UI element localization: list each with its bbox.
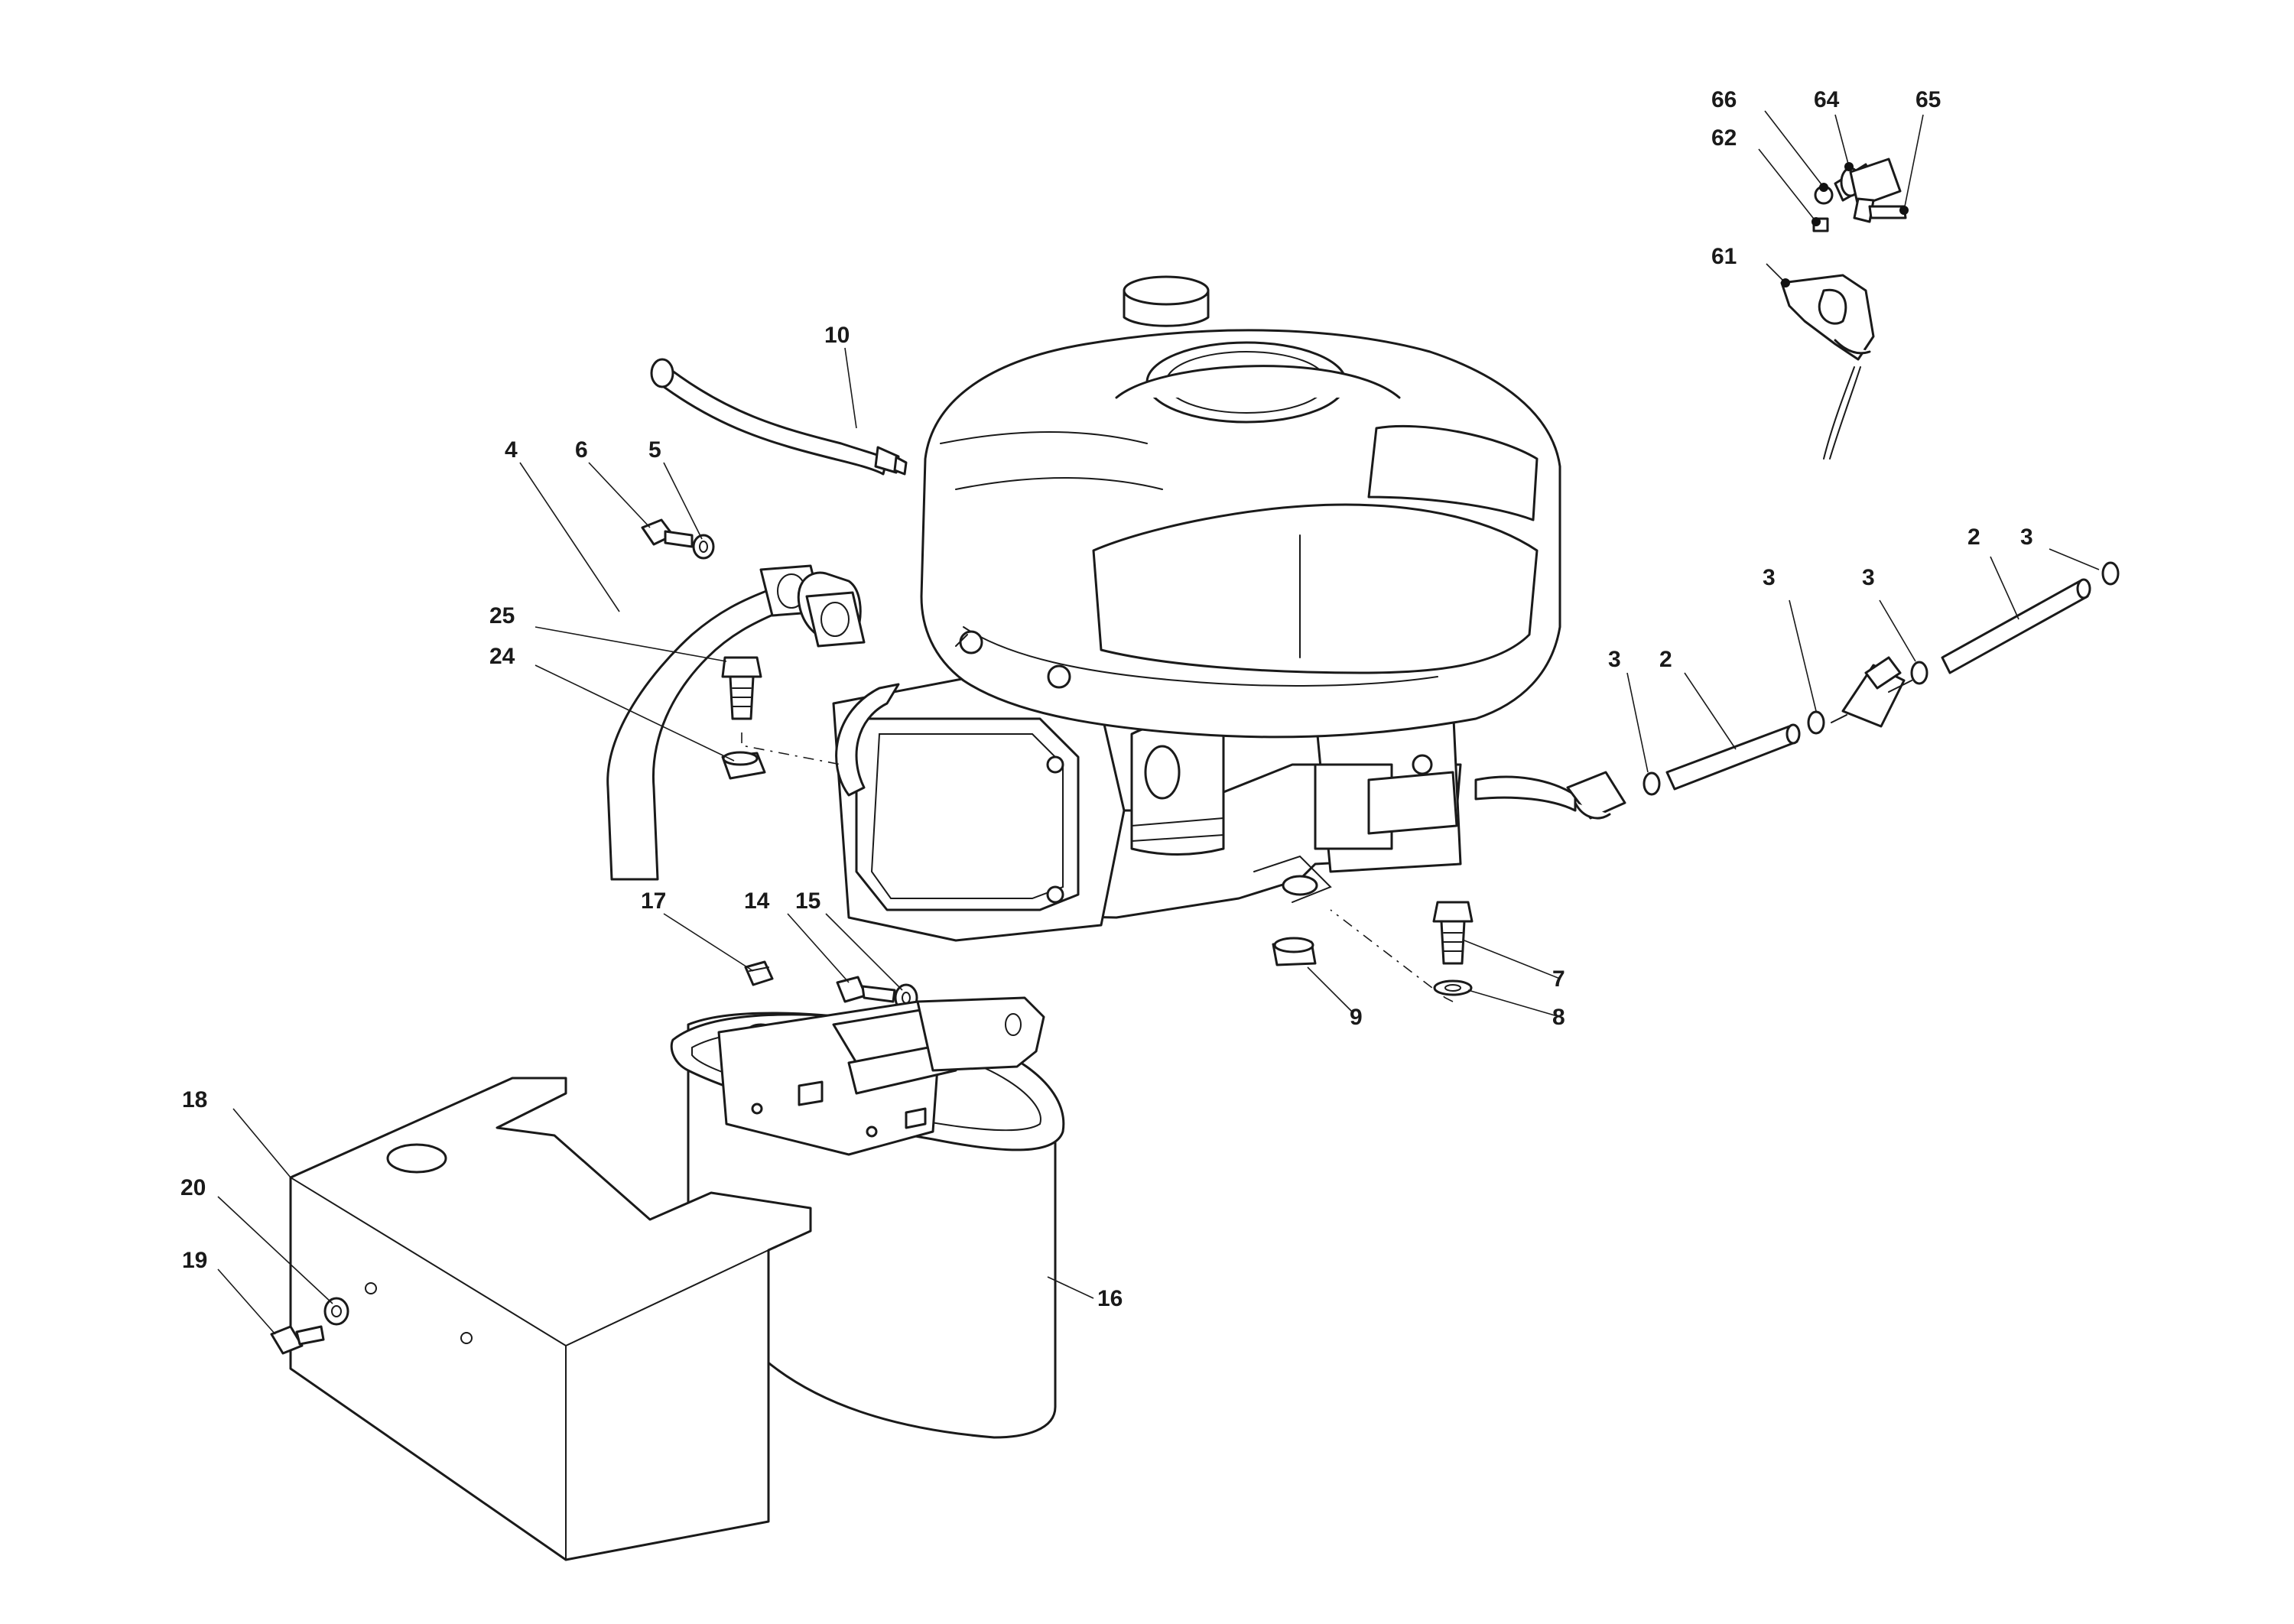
callout-7: 7 bbox=[1552, 966, 1565, 992]
callout-2b: 2 bbox=[1967, 525, 1980, 550]
part-washer-20 bbox=[323, 1297, 349, 1326]
callout-10: 10 bbox=[824, 323, 850, 348]
callout-5: 5 bbox=[648, 437, 661, 463]
part-bolt-14 bbox=[836, 976, 896, 1003]
callout-17: 17 bbox=[641, 888, 666, 914]
part-bolt-6 bbox=[641, 518, 694, 548]
callout-19: 19 bbox=[182, 1248, 207, 1273]
part-chute-16 bbox=[670, 996, 1065, 1439]
callout-3b: 3 bbox=[1763, 565, 1776, 590]
part-bolt-19 bbox=[270, 1325, 325, 1355]
part-bolt-7 bbox=[1432, 901, 1474, 965]
callout-8: 8 bbox=[1552, 1005, 1565, 1030]
callout-14: 14 bbox=[744, 888, 770, 914]
part-washer-8 bbox=[1433, 979, 1473, 996]
callout-3a: 3 bbox=[1608, 647, 1621, 672]
callout-labels: 10 4 6 5 25 24 17 14 15 7 8 9 18 20 19 1… bbox=[180, 87, 2033, 1311]
callout-15: 15 bbox=[795, 888, 820, 914]
fuel-tap-assembly bbox=[1780, 158, 1907, 460]
callout-6: 6 bbox=[575, 437, 588, 463]
part-nut-9 bbox=[1272, 937, 1317, 966]
engine bbox=[832, 275, 1577, 942]
callout-3d: 3 bbox=[2020, 525, 2033, 550]
assembly-line-25 bbox=[741, 732, 842, 765]
callout-24: 24 bbox=[489, 644, 515, 669]
callout-65: 65 bbox=[1915, 87, 1941, 112]
part-washer-5 bbox=[692, 534, 715, 560]
part-clip-17 bbox=[744, 960, 774, 986]
callout-4: 4 bbox=[505, 437, 518, 463]
part-exhaust-elbow bbox=[606, 564, 866, 881]
part-fuel-pipe bbox=[650, 358, 908, 476]
leader-lines bbox=[217, 110, 2100, 1335]
callout-25: 25 bbox=[489, 603, 515, 628]
callout-18: 18 bbox=[182, 1087, 207, 1112]
callout-66: 66 bbox=[1711, 87, 1737, 112]
leader-dots bbox=[1781, 162, 1909, 287]
callout-2a: 2 bbox=[1659, 647, 1672, 672]
callout-9: 9 bbox=[1350, 1005, 1363, 1030]
part-nut-24 bbox=[721, 751, 766, 780]
part-bolt-25 bbox=[721, 656, 762, 720]
part-guard-18 bbox=[289, 1077, 812, 1561]
assembly-line-7 bbox=[1330, 909, 1454, 1002]
fuel-line-assembly bbox=[1566, 561, 2120, 820]
callout-61: 61 bbox=[1711, 244, 1737, 269]
callout-64: 64 bbox=[1814, 87, 1840, 112]
callout-62: 62 bbox=[1711, 125, 1737, 151]
callout-20: 20 bbox=[180, 1175, 206, 1200]
callout-16: 16 bbox=[1097, 1286, 1123, 1311]
callout-3c: 3 bbox=[1862, 565, 1875, 590]
